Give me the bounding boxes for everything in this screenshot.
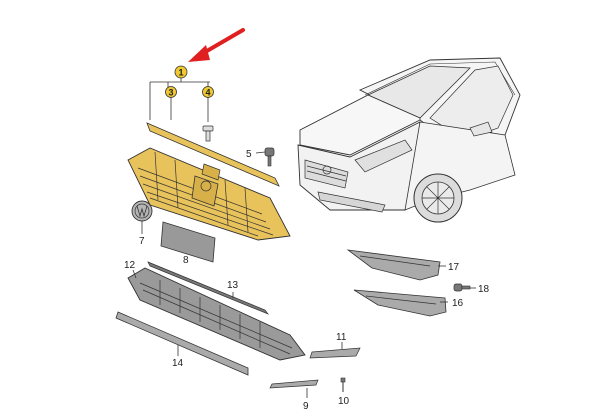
callout-3: 3	[165, 86, 177, 98]
label-10: 10	[338, 396, 350, 407]
callout-1-text: 1	[178, 68, 183, 78]
clip-part-4	[202, 125, 214, 142]
callout-1: 1	[174, 65, 188, 79]
label-14: 14	[172, 358, 184, 369]
label-8: 8	[183, 255, 189, 266]
car-illustration	[297, 57, 521, 223]
screw-part-5	[264, 147, 275, 167]
callout-bracket	[149, 78, 210, 120]
label-7: 7	[139, 236, 145, 247]
callout-3-text: 3	[168, 88, 173, 98]
fog-trim-part-17	[346, 249, 441, 281]
pin-part-10	[340, 377, 346, 392]
label-12: 12	[124, 260, 136, 271]
label-16: 16	[452, 298, 464, 309]
label-11: 11	[336, 332, 347, 343]
screw-part-18	[453, 283, 471, 292]
label-17: 17	[448, 262, 460, 273]
callout-4-text: 4	[205, 88, 210, 98]
main-grille	[127, 147, 291, 241]
fog-trim-part-16	[353, 289, 447, 317]
callout-4: 4	[202, 86, 214, 98]
red-arrow-icon	[188, 28, 245, 62]
trim-part-11	[309, 347, 361, 359]
label-18: 18	[478, 284, 490, 295]
label-13: 13	[227, 280, 239, 291]
emblem-part-7	[131, 200, 153, 222]
lower-grille-part-12	[127, 267, 306, 361]
label-5: 5	[246, 149, 252, 160]
lower-strip-part-14	[115, 311, 249, 376]
trim-strip-part-13	[147, 261, 270, 315]
leader-12	[132, 269, 137, 279]
label-9: 9	[303, 401, 309, 412]
trim-part-9	[269, 379, 319, 389]
leader-5	[255, 151, 266, 154]
grille-trim-strip	[146, 122, 280, 187]
plate-holder-part-8	[160, 221, 216, 263]
